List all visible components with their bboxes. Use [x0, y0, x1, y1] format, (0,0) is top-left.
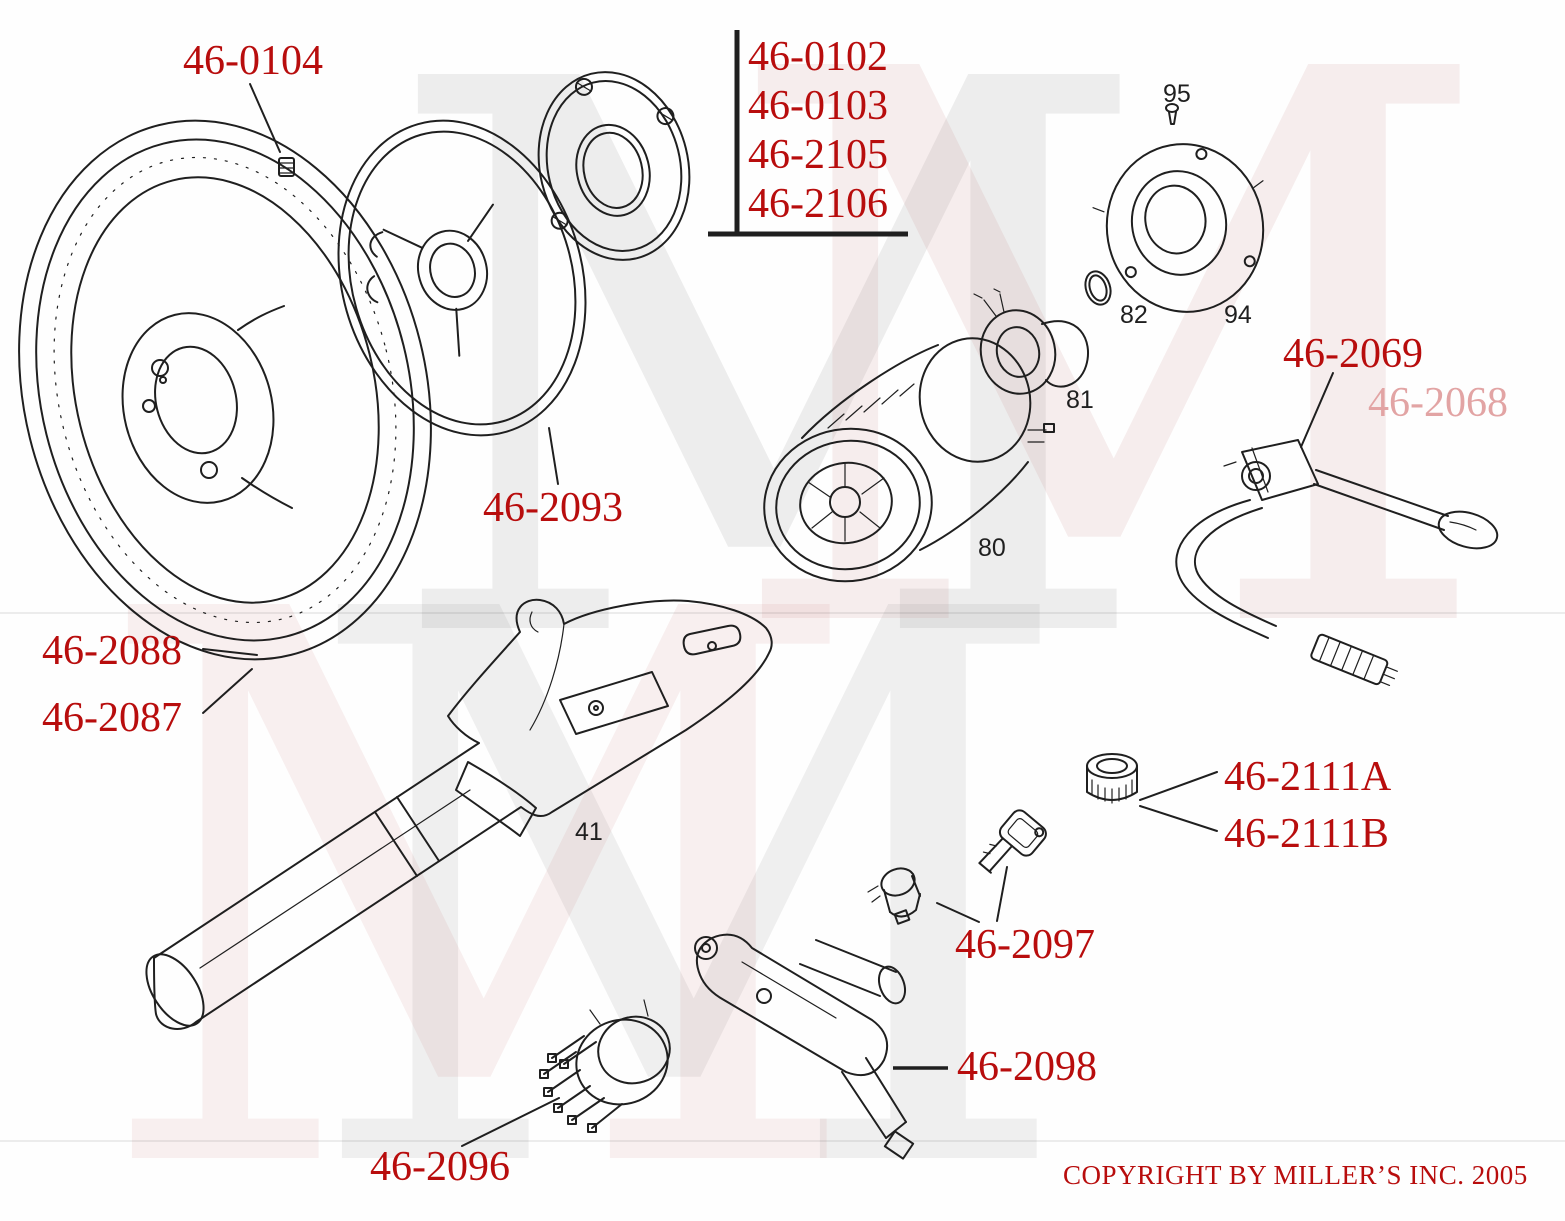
part-label-46-2106: 46-2106	[748, 181, 888, 227]
part-label-46-2093: 46-2093	[483, 485, 623, 531]
leader-lines	[202, 83, 1334, 1147]
part-label-46-0103: 46-0103	[748, 83, 888, 129]
group-label-bracket	[708, 30, 908, 237]
part-label-46-2088: 46-2088	[42, 628, 182, 674]
key-2097	[978, 809, 1047, 874]
snap-ring-82	[1084, 270, 1112, 306]
bearing-plate-94	[1092, 143, 1265, 313]
part-label-46-0102: 46-0102	[748, 34, 888, 80]
callout-82: 82	[1120, 301, 1148, 329]
watermark-rule-bottom	[0, 1140, 1565, 1142]
ignition-lock-2098	[694, 933, 915, 1160]
contact-plate	[537, 71, 691, 261]
contact-ring-81	[973, 288, 1089, 395]
ignition-switch-2097	[867, 867, 921, 925]
part-label-46-2069: 46-2069	[1283, 331, 1423, 377]
horn-ring	[337, 119, 587, 437]
part-label-46-2068: 46-2068	[1368, 380, 1508, 426]
screw-46-0104	[278, 157, 295, 177]
part-label-46-2111b: 46-2111B	[1224, 811, 1389, 857]
watermark-rule-top	[0, 612, 1565, 614]
connector-2096	[539, 999, 671, 1133]
callout-80: 80	[978, 534, 1006, 562]
callout-94: 94	[1224, 301, 1252, 329]
screw-95	[1165, 103, 1179, 125]
copyright-notice: COPYRIGHT BY MILLER’S INC. 2005	[1063, 1160, 1528, 1190]
steering-wheel	[18, 119, 432, 661]
callout-81: 81	[1066, 386, 1094, 414]
callout-95: 95	[1163, 80, 1191, 108]
turn-signal-switch	[1175, 439, 1499, 686]
part-label-46-2111a: 46-2111A	[1224, 754, 1392, 800]
callout-41: 41	[575, 818, 603, 846]
part-label-46-2097: 46-2097	[955, 922, 1095, 968]
part-label-46-2098: 46-2098	[957, 1044, 1097, 1090]
bushing-2111	[1086, 753, 1138, 804]
steering-column-41	[145, 598, 773, 1030]
part-label-46-2105: 46-2105	[748, 132, 888, 178]
part-label-46-2096: 46-2096	[370, 1144, 510, 1190]
part-label-46-2087: 46-2087	[42, 695, 182, 741]
part-label-46-0104: 46-0104	[183, 38, 323, 84]
switch-housing-80	[763, 337, 1055, 583]
